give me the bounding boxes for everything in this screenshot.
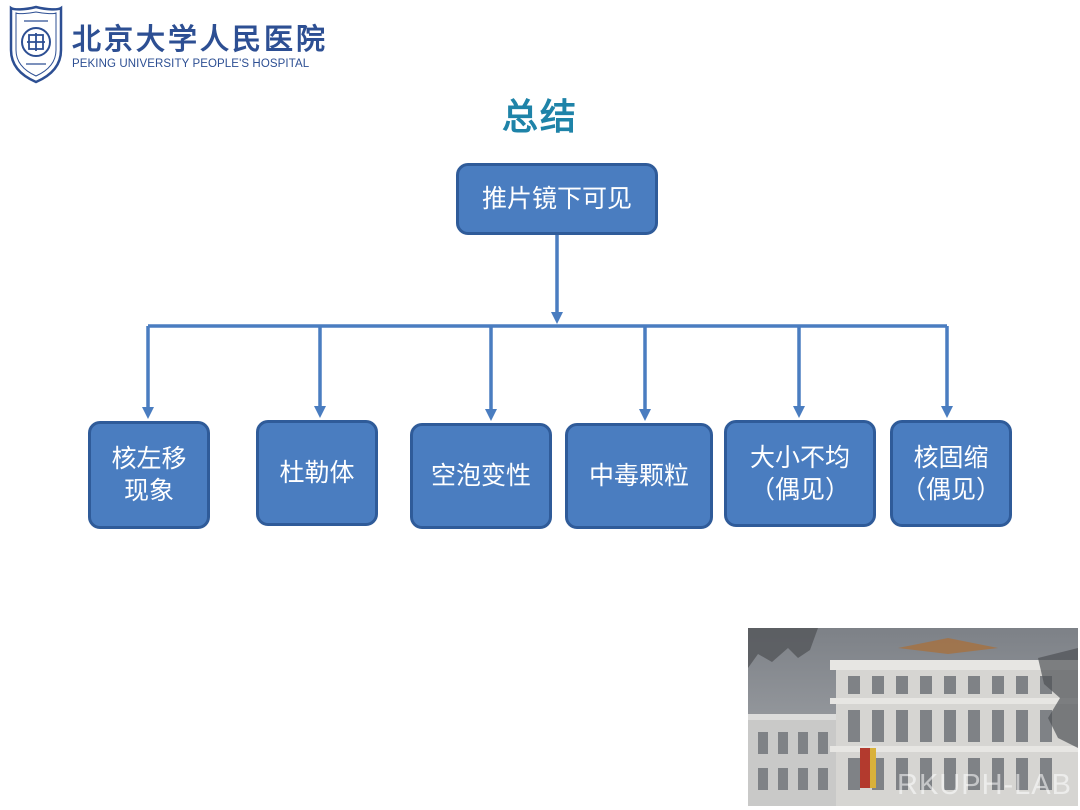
photo-watermark: RKUPH-LAB: [897, 769, 1072, 801]
hospital-building-photo: RKUPH-LAB: [748, 628, 1078, 806]
child-node-left-shift: 核左移 现象: [88, 421, 210, 529]
child-node-vacuolation: 空泡变性: [410, 423, 552, 529]
child-node-toxic-granules: 中毒颗粒: [565, 423, 713, 529]
building-illustration: [748, 628, 1078, 806]
hospital-seal-icon: [9, 5, 63, 84]
hospital-logo: 北京大学人民医院 PEKING UNIVERSITY PEOPLE'S HOSP…: [8, 4, 325, 86]
slide-title: 总结: [501, 97, 578, 138]
child-node-dohle-body: 杜勒体: [256, 420, 378, 526]
logo-english-name: PEKING UNIVERSITY PEOPLE'S HOSPITAL: [72, 58, 310, 70]
child-node-pyknosis: 核固缩 （偶见）: [890, 420, 1012, 527]
root-node: 推片镜下可见: [456, 163, 658, 235]
child-node-size-variation: 大小不均 （偶见）: [724, 420, 876, 527]
logo-chinese-name: 北京大学人民医院: [72, 22, 329, 56]
